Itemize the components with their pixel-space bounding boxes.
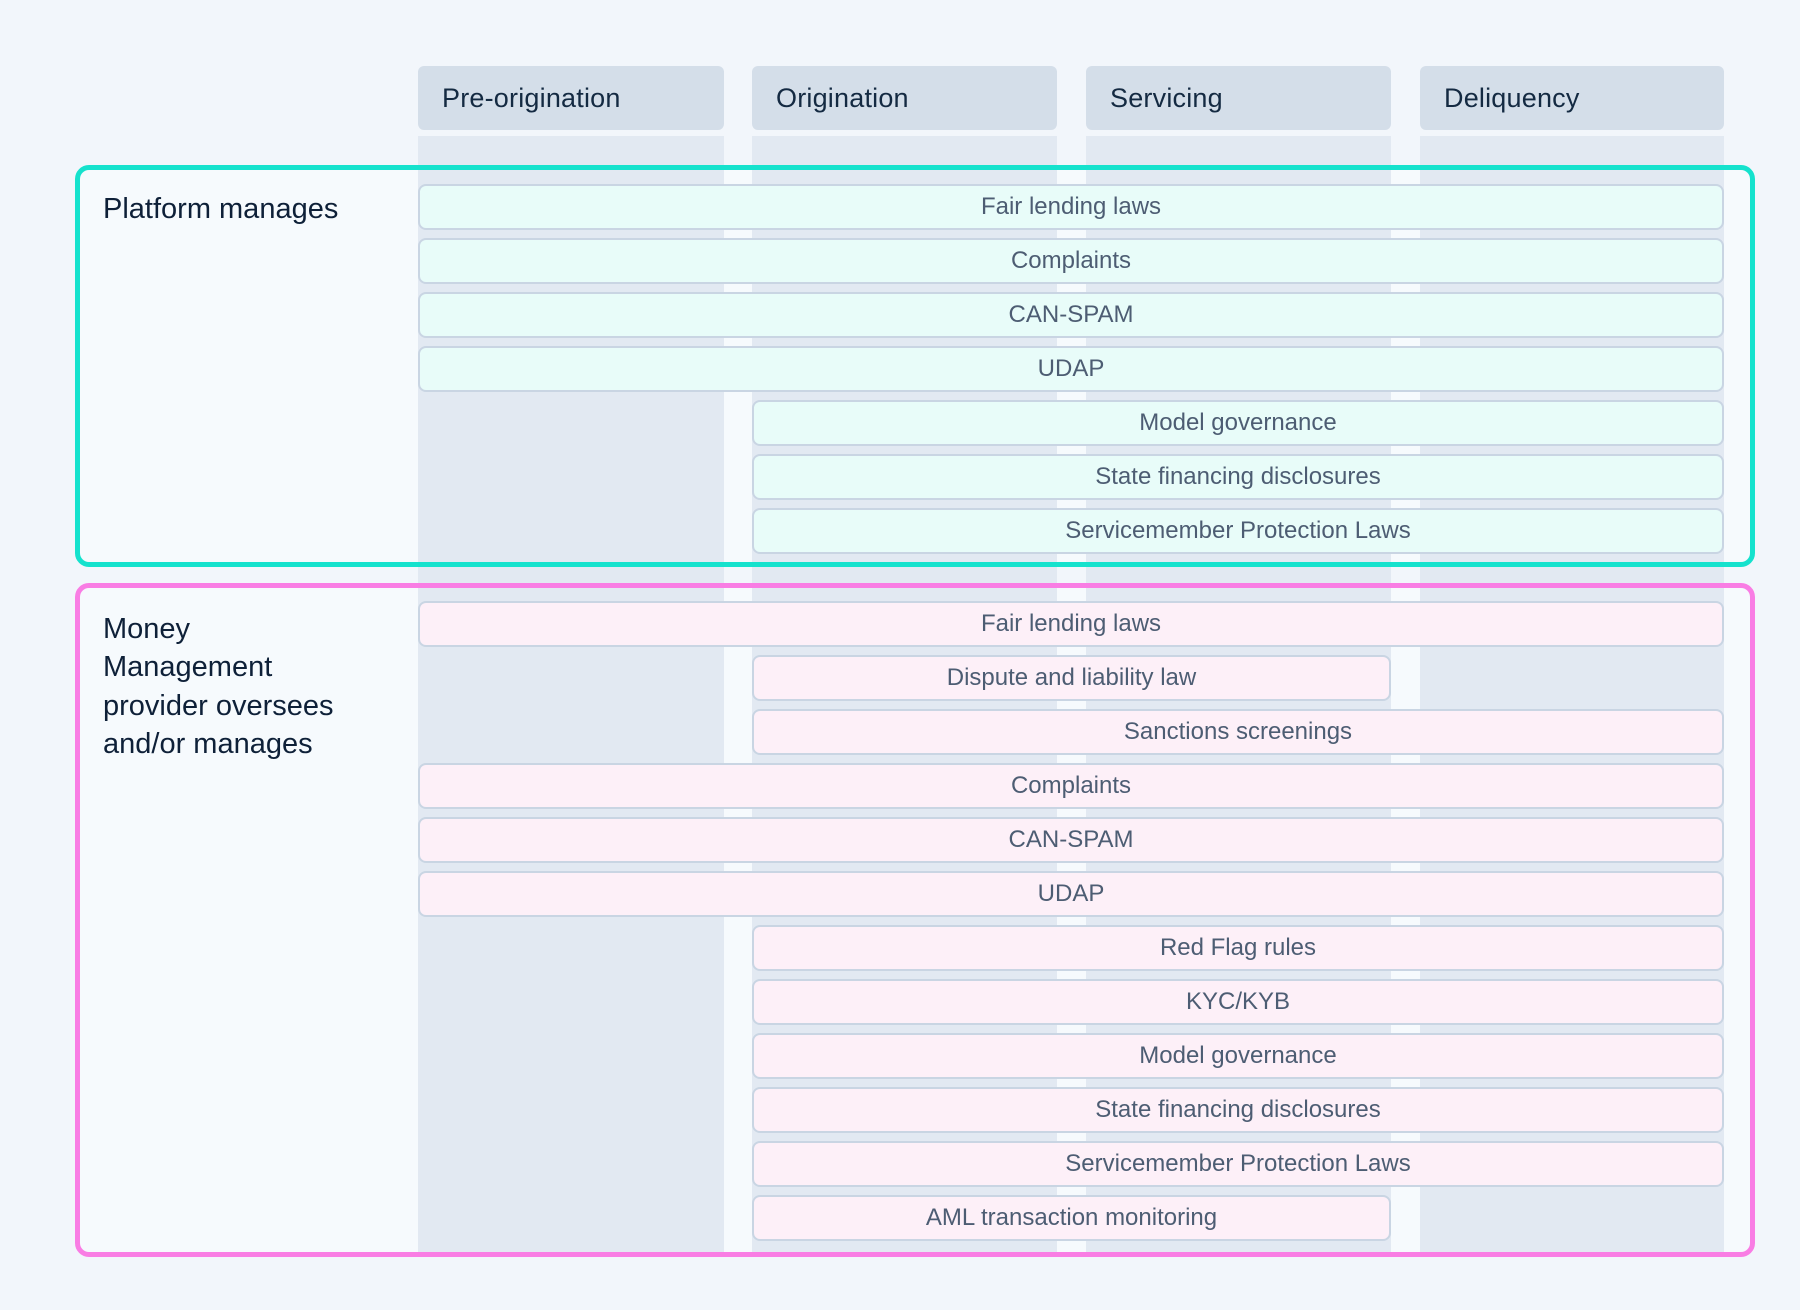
matrix-row: State financing disclosures — [752, 454, 1724, 500]
column-header-label: Origination — [776, 82, 909, 113]
matrix-row: Dispute and liability law — [752, 655, 1391, 701]
matrix-row: Servicemember Protection Laws — [752, 1141, 1724, 1187]
matrix-row: Red Flag rules — [752, 925, 1724, 971]
column-header-origination: Origination — [752, 66, 1057, 130]
column-header-pre-origination: Pre-origination — [418, 66, 724, 130]
matrix-row: UDAP — [418, 871, 1724, 917]
matrix-row: Servicemember Protection Laws — [752, 508, 1724, 554]
column-header-label: Servicing — [1110, 82, 1223, 113]
platform-group-label: Platform manages — [103, 193, 339, 225]
matrix-row: CAN-SPAM — [418, 817, 1724, 863]
column-header-label: Deliquency — [1444, 82, 1580, 113]
matrix-row: Complaints — [418, 238, 1724, 284]
matrix-row: Sanctions screenings — [752, 709, 1724, 755]
matrix-row: AML transaction monitoring — [752, 1195, 1391, 1241]
matrix-row: UDAP — [418, 346, 1724, 392]
matrix-row: Model governance — [752, 1033, 1724, 1079]
matrix-row: KYC/KYB — [752, 979, 1724, 1025]
matrix-row: Fair lending laws — [418, 601, 1724, 647]
column-header-servicing: Servicing — [1086, 66, 1391, 130]
matrix-row: Fair lending laws — [418, 184, 1724, 230]
column-header-delinquency: Deliquency — [1420, 66, 1724, 130]
matrix-row: State financing disclosures — [752, 1087, 1724, 1133]
matrix-row: Model governance — [752, 400, 1724, 446]
money-management-group-label: Money Management provider oversees and/o… — [103, 613, 334, 760]
matrix-row: Complaints — [418, 763, 1724, 809]
matrix-row: CAN-SPAM — [418, 292, 1724, 338]
column-header-label: Pre-origination — [442, 82, 621, 113]
